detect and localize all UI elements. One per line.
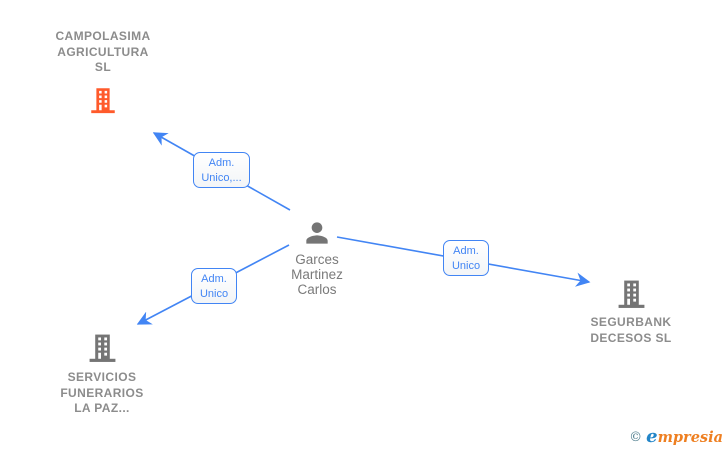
building-icon <box>615 277 648 310</box>
edge-label-line: Adm. <box>453 245 479 257</box>
company-name-line: LA PAZ... <box>74 401 130 415</box>
company-name-line: AGRICULTURA <box>57 44 149 59</box>
person-name-line: Garces <box>295 252 339 267</box>
edge-label-line: Adm. <box>208 157 235 169</box>
company-node-segurbank[interactable]: SEGURBANK DECESOS SL <box>570 277 692 346</box>
company-name-line: SEGURBANK <box>590 315 672 329</box>
company-name-line: FUNERARIOS <box>60 385 144 400</box>
edge-label-line: Adm. <box>201 273 227 285</box>
person-name-line: Carlos <box>297 282 337 297</box>
person-node-garces-martinez-carlos[interactable]: Garces Martinez Carlos <box>267 217 367 297</box>
building-icon <box>86 331 119 364</box>
edge-label-adm-unico-campolasima[interactable]: Adm. Unico,... <box>193 152 250 188</box>
brand-logo-letter: e <box>646 426 658 447</box>
edge-label-line: Unico,... <box>201 172 242 184</box>
building-icon <box>88 85 118 115</box>
person-name-line: Martinez <box>291 267 343 282</box>
edge-label-line: Unico <box>451 260 481 272</box>
company-name-line: DECESOS SL <box>590 330 672 345</box>
copyright-icon: © <box>629 430 643 445</box>
company-node-campolasima[interactable]: CAMPOLASIMA AGRICULTURA SL <box>36 29 170 115</box>
company-node-servicios-funerarios[interactable]: SERVICIOS FUNERARIOS LA PAZ... <box>40 331 164 417</box>
edge-label-adm-unico-segurbank[interactable]: Adm. Unico <box>443 240 489 276</box>
company-name-line: CAMPOLASIMA <box>55 29 151 43</box>
company-name-line: SERVICIOS <box>67 370 137 384</box>
brand-logo-text: mpresia <box>657 429 723 446</box>
edge-label-adm-unico-servicios[interactable]: Adm. Unico <box>191 268 237 304</box>
empresia-watermark: ©empresia <box>629 426 723 447</box>
company-name-line: SL <box>94 60 112 74</box>
person-icon <box>301 217 333 249</box>
edge-label-line: Unico <box>199 288 229 300</box>
